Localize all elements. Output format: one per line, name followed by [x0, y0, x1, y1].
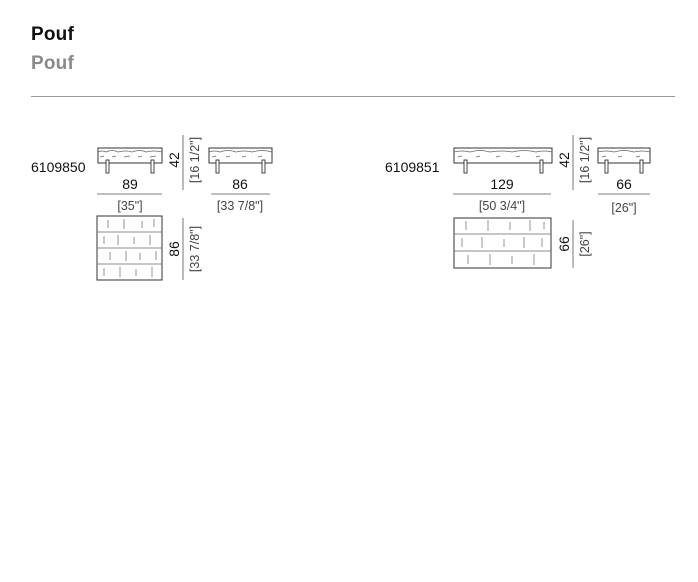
plan-view-drawing — [453, 217, 552, 269]
header-divider — [31, 96, 675, 97]
front-elevation-drawing — [453, 147, 553, 174]
plan-depth-in: [26"] — [578, 231, 592, 256]
product-code: 6109850 — [31, 159, 86, 175]
side-elevation-drawing — [208, 147, 273, 174]
front-elevation-drawing — [97, 147, 163, 174]
plan-view-drawing — [96, 215, 163, 281]
plan-depth-in: [33 7/8"] — [188, 226, 202, 272]
depth-in: [26"] — [611, 201, 636, 215]
depth-in: [33 7/8"] — [217, 199, 263, 213]
height-cm: 42 — [166, 152, 182, 168]
side-elevation-drawing — [597, 147, 651, 174]
product-6109851: 6109851 129 [50 3/4"] 42 [16 1/2"] 66 [2… — [385, 135, 651, 269]
page-subtitle: Pouf — [31, 53, 75, 74]
page-title: Pouf — [31, 24, 75, 45]
depth-cm: 66 — [616, 176, 632, 192]
product-code: 6109851 — [385, 159, 440, 175]
plan-depth-cm: 86 — [166, 241, 182, 257]
plan-depth-cm: 66 — [556, 236, 572, 252]
height-in: [16 1/2"] — [188, 137, 202, 183]
product-6109850: 6109850 89 [35"] 42 [16 1/2"] 86 [33 7/8… — [31, 135, 273, 281]
width-in: [50 3/4"] — [479, 199, 525, 213]
width-cm: 89 — [122, 176, 138, 192]
depth-cm: 86 — [232, 176, 248, 192]
height-in: [16 1/2"] — [578, 137, 592, 183]
height-cm: 42 — [556, 152, 572, 168]
width-in: [35"] — [117, 199, 142, 213]
width-cm: 129 — [490, 176, 514, 192]
